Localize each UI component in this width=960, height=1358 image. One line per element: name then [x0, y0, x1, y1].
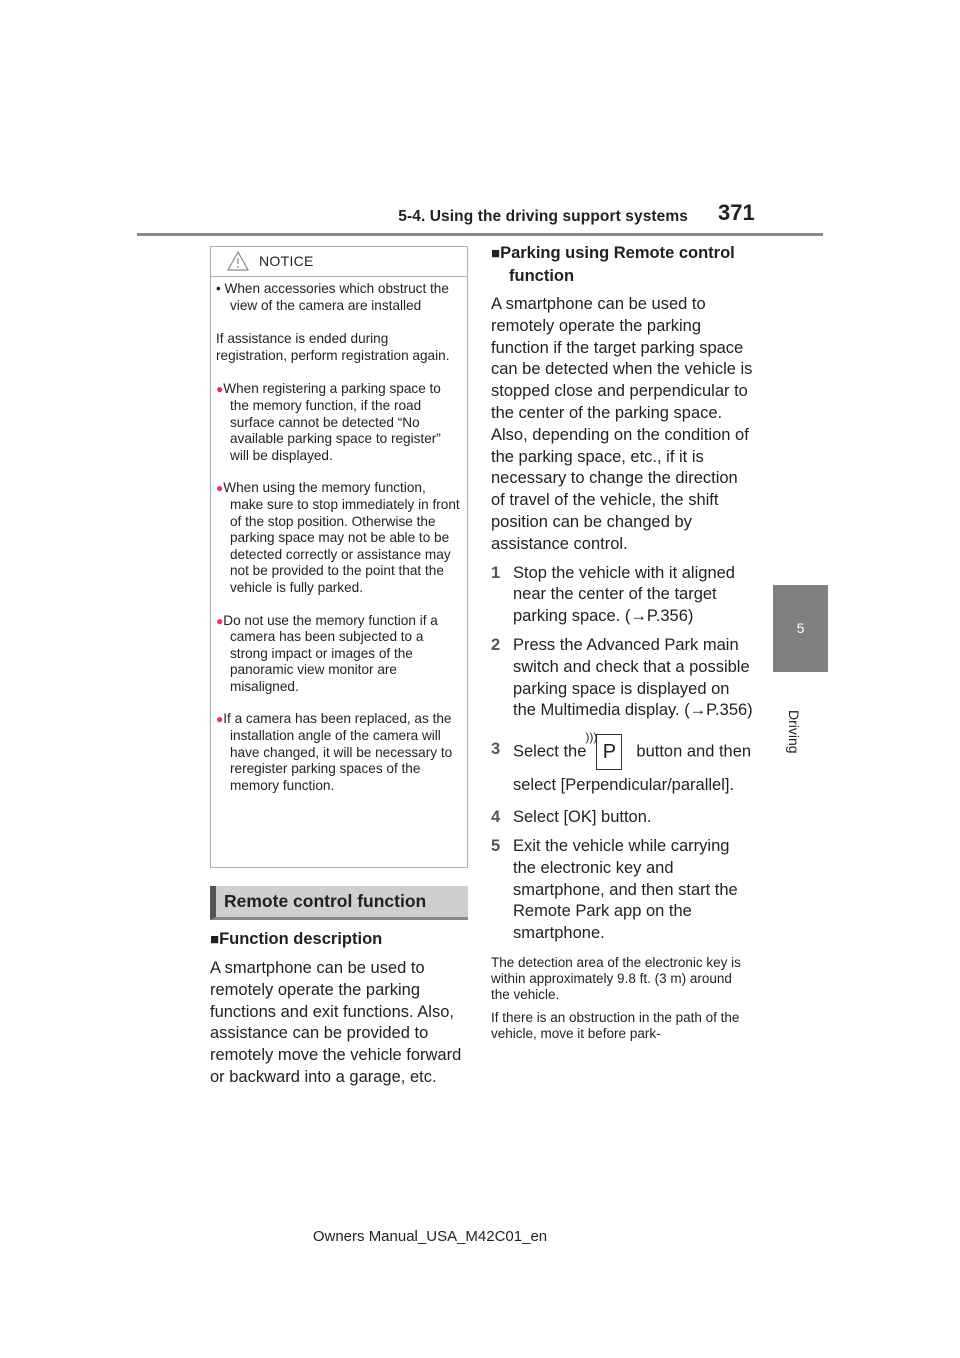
step-text: Press the Advanced Park main switch and … — [513, 635, 753, 720]
notice-item-text: When registering a parking space to the … — [223, 381, 441, 463]
page-number: 371 — [718, 200, 755, 225]
bullet-circle-icon: ● — [216, 712, 224, 727]
parking-remote-heading: ■Parking using Remote control function — [491, 242, 753, 287]
notice-body: • When accessories which obstruct the vi… — [211, 277, 467, 794]
header-rule — [137, 233, 823, 236]
step-text: Exit the vehicle while carrying the elec… — [513, 836, 738, 943]
section-heading-text: Remote control function — [224, 891, 427, 911]
step-item: 5 Exit the vehicle while carrying the el… — [491, 836, 753, 945]
bullet-circle-icon: ● — [216, 613, 224, 628]
left-column: ■Function description A smartphone can b… — [210, 928, 472, 1089]
function-description-heading: ■Function description — [210, 928, 472, 951]
bullet-circle-icon: ● — [216, 481, 224, 496]
notice-item: ●When using the memory function, make su… — [216, 480, 461, 596]
warning-triangle-icon — [226, 250, 250, 276]
notice-box: NOTICE • When accessories which obstruct… — [210, 246, 468, 868]
square-bullet-icon: ■ — [210, 931, 220, 948]
function-description-heading-text: Function description — [219, 930, 383, 948]
chapter-tab: 5 — [773, 585, 828, 672]
step-text: Stop the vehicle with it aligned near th… — [513, 563, 735, 626]
step-number: 1 — [491, 563, 501, 582]
wave-icon: ))) — [585, 730, 598, 745]
step-number: 3 — [491, 740, 501, 759]
function-description-text: A smartphone can be used to remotely ope… — [210, 959, 462, 1086]
note-text: The detection area of the electronic key… — [491, 954, 741, 1003]
step-item: 1 Stop the vehicle with it aligned near … — [491, 563, 753, 628]
notice-item-text: Do not use the memory function if a came… — [223, 612, 438, 694]
right-column: ■Parking using Remote control function A… — [491, 242, 753, 1042]
p-button-label: P — [602, 741, 617, 764]
bullet-circle-icon: ● — [216, 382, 224, 397]
notice-header: NOTICE — [211, 247, 467, 277]
parking-remote-text: A smartphone can be used to remotely ope… — [491, 295, 753, 553]
footer-text: Owners Manual_USA_M42C01_en — [312, 1228, 548, 1245]
step-text: Select [OK] button. — [513, 808, 652, 827]
header-title: 5-4. Using the driving support systems — [398, 208, 688, 225]
notice-item-text: If a camera has been replaced, as the in… — [223, 711, 453, 793]
step-item: 2 Press the Advanced Park main switch an… — [491, 635, 753, 722]
notice-title: NOTICE — [259, 253, 314, 269]
section-heading: Remote control function — [210, 886, 468, 920]
parking-remote-heading-text: Parking using Remote control function — [500, 244, 735, 285]
step-number: 2 — [491, 635, 501, 654]
notice-item: ●Do not use the memory function if a cam… — [216, 613, 461, 696]
notice-item: ●When registering a parking space to the… — [216, 381, 461, 464]
square-bullet-icon: ■ — [491, 245, 501, 262]
notice-bullet: • When accessories which obstruct the vi… — [216, 281, 449, 313]
notice-item-text: When using the memory function, make sur… — [223, 480, 460, 595]
step-number: 5 — [491, 836, 501, 855]
notice-paragraph: If assistance is ended during registrati… — [216, 331, 450, 363]
step-text-after: button and then select [Perpendicular/pa… — [513, 742, 752, 795]
chapter-label: Driving — [786, 710, 802, 754]
step-item: 4 Select [OK] button. — [491, 807, 753, 829]
step-number: 4 — [491, 808, 501, 827]
parking-p-button-icon: ))) P — [585, 731, 623, 771]
step-text-before: Select the — [513, 742, 587, 761]
notice-item: ●If a camera has been replaced, as the i… — [216, 711, 461, 794]
note-text: If there is an obstruction in the path o… — [491, 1009, 740, 1041]
